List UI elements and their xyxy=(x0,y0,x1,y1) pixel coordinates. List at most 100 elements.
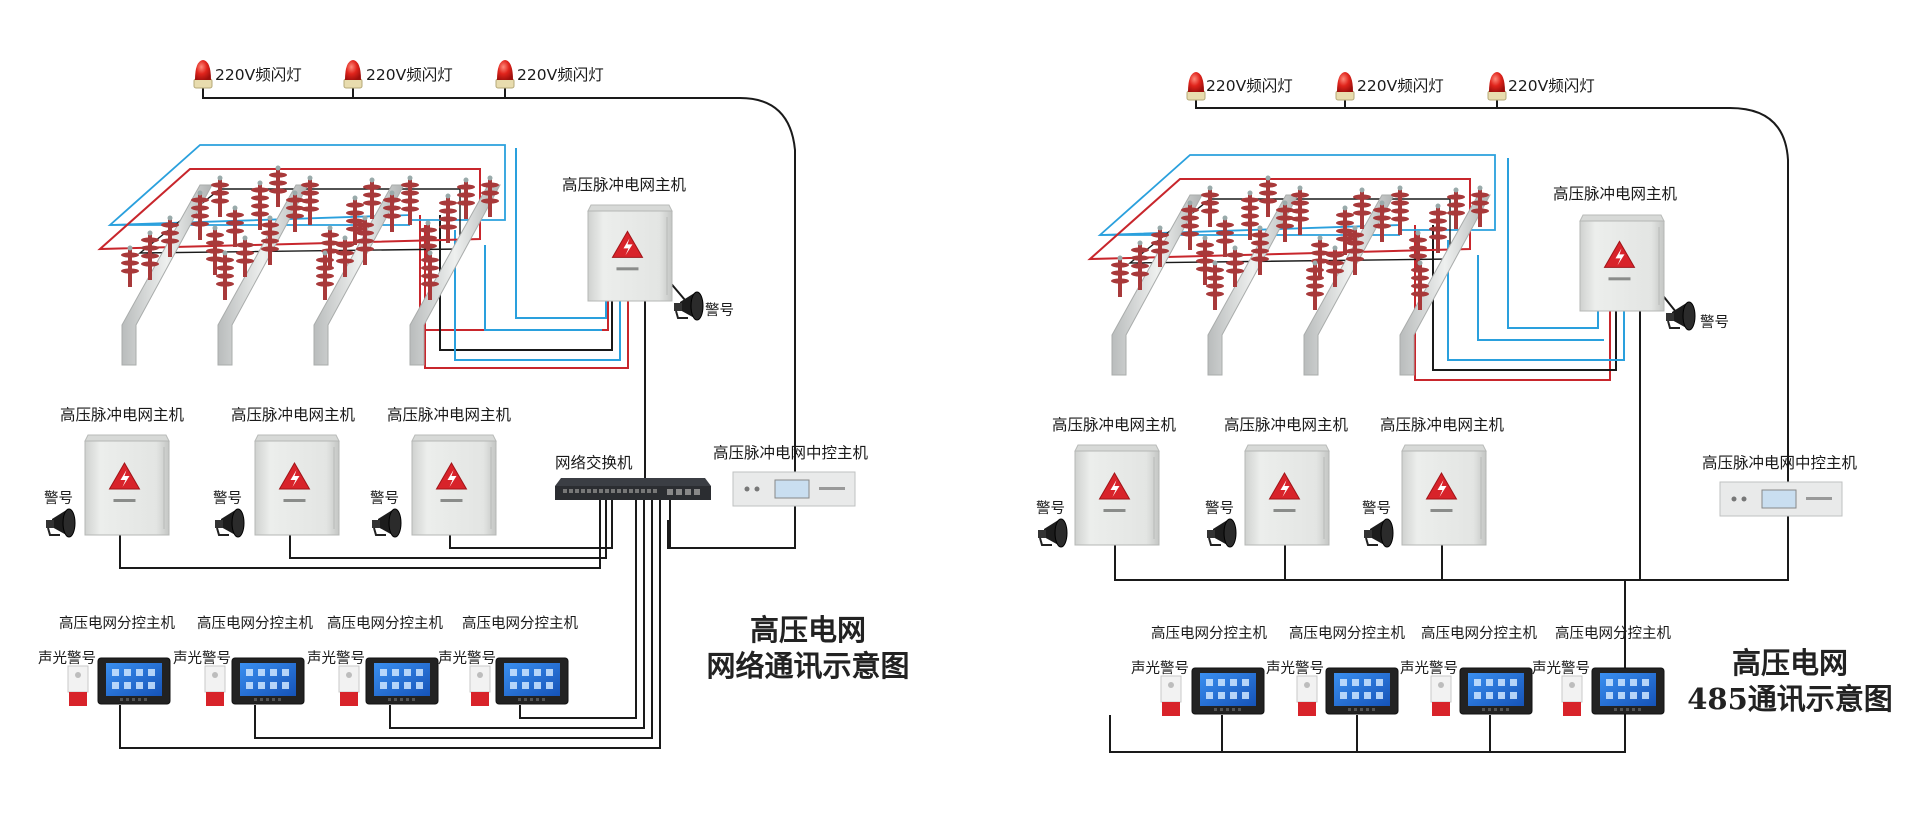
insulator-shed xyxy=(216,257,234,263)
cabinet-nameplate xyxy=(1430,509,1453,512)
insulator-shed xyxy=(191,221,209,227)
screen-tile xyxy=(1376,679,1383,686)
insulator-shed xyxy=(216,265,234,271)
siren-speaker xyxy=(1304,682,1310,688)
host-cabinet-left-3 xyxy=(411,434,497,536)
switch-port xyxy=(623,489,627,493)
switch-port xyxy=(653,489,657,493)
panel-button xyxy=(524,698,527,701)
insulator-shed xyxy=(346,202,364,208)
insulator-shed xyxy=(141,261,159,267)
insulator xyxy=(286,190,304,232)
insulator-cap xyxy=(1117,255,1123,261)
panel-button xyxy=(1494,708,1497,711)
insulator-shed xyxy=(1241,197,1259,203)
sound-light-siren-icon xyxy=(1160,675,1182,716)
insulator-shed xyxy=(211,198,229,204)
panel-button xyxy=(1638,708,1641,711)
insulator-shed xyxy=(1226,260,1244,266)
cabinet-roof xyxy=(1401,444,1487,452)
screen-tile xyxy=(112,669,119,676)
fence-blue-feed xyxy=(1447,240,1625,361)
insulator-shed xyxy=(363,200,381,206)
strobe-beacon-icon xyxy=(1186,72,1206,101)
insulator-shed xyxy=(191,205,209,211)
insulator xyxy=(236,235,254,277)
insulator-shed xyxy=(1216,230,1234,236)
insulator-cap xyxy=(1202,235,1208,241)
switch-port xyxy=(635,489,639,493)
screen-tile xyxy=(1376,692,1383,699)
beacon-base xyxy=(495,78,515,89)
horn-speaker-icon xyxy=(674,291,704,321)
host-label-left-3: 高压脉冲电网主机 xyxy=(387,406,512,424)
insulator-cap xyxy=(425,220,431,226)
insulator-cap xyxy=(1417,260,1423,266)
panel-button xyxy=(394,698,397,701)
insulator-shed xyxy=(1196,250,1214,256)
insulator-shed xyxy=(1429,226,1447,232)
insulator-shed xyxy=(336,258,354,264)
insulator-shed xyxy=(336,242,354,248)
horn-bracket xyxy=(1208,537,1221,546)
host-cabinet-right-3 xyxy=(1401,444,1487,546)
horn-driver xyxy=(1038,530,1046,538)
screen-tile xyxy=(124,669,131,676)
insulator-cap xyxy=(127,245,133,251)
fence-blue-feed-2 xyxy=(1477,255,1604,341)
main-host-cabinet-left xyxy=(587,204,673,302)
horn-mouth xyxy=(690,291,704,321)
rack-led xyxy=(744,486,750,492)
sub-control-panel xyxy=(1591,667,1665,715)
insulator-cap xyxy=(369,177,375,183)
insulator-shed xyxy=(301,190,319,196)
screen-tile xyxy=(1352,692,1359,699)
fence-pole xyxy=(409,184,501,366)
insulator-cap xyxy=(427,250,433,256)
insulator-shed xyxy=(1391,208,1409,214)
insulator xyxy=(383,190,401,232)
insulator-cap xyxy=(242,235,248,241)
insulator-shed xyxy=(1471,192,1489,198)
screen-tile xyxy=(258,682,265,689)
insulator-shed xyxy=(236,250,254,256)
lightning-bolt-icon xyxy=(1615,248,1625,266)
panel-screen xyxy=(374,663,430,696)
insulator-shed xyxy=(421,257,439,263)
panel-button xyxy=(1226,708,1229,711)
screen-tile xyxy=(1218,679,1225,686)
device-layer xyxy=(46,60,1843,716)
beacon-label-r1: 220V频闪灯 xyxy=(1206,77,1293,95)
insulator-shed xyxy=(421,273,439,279)
insulator-shed xyxy=(481,198,499,204)
siren-body xyxy=(338,665,360,693)
insulator-shed xyxy=(1276,223,1294,229)
screen-tile xyxy=(1352,679,1359,686)
sub-control-panel xyxy=(1191,667,1265,715)
beacon-base xyxy=(343,78,363,89)
insulator-shed xyxy=(346,218,364,224)
siren-body xyxy=(469,665,491,693)
switch-port xyxy=(641,489,645,493)
horn-speaker-icon xyxy=(1666,301,1696,331)
horn-mouth xyxy=(1054,518,1068,548)
insulator-shed xyxy=(1259,182,1277,188)
switch-port xyxy=(563,489,567,493)
insulator-shed xyxy=(383,197,401,203)
sub-host-label-right-1: 高压电网分控主机 xyxy=(1151,626,1267,642)
switch-port xyxy=(575,489,579,493)
horn-driver xyxy=(1666,313,1674,321)
central-host-label-right: 高压脉冲电网中控主机 xyxy=(1702,454,1858,472)
insulator-shed xyxy=(121,268,139,274)
insulator-shed xyxy=(1411,275,1429,281)
screen-tile xyxy=(124,682,131,689)
screen-tile xyxy=(1630,679,1637,686)
insulator-cap xyxy=(1187,200,1193,206)
insulator xyxy=(1391,185,1409,235)
sound-light-siren-icon xyxy=(1561,675,1583,716)
insulator-cap xyxy=(327,225,333,231)
sub-host-label-left-4: 高压电网分控主机 xyxy=(462,616,578,632)
insulator xyxy=(336,235,354,277)
insulator-shed xyxy=(419,227,437,233)
insulator-shed xyxy=(316,257,334,263)
